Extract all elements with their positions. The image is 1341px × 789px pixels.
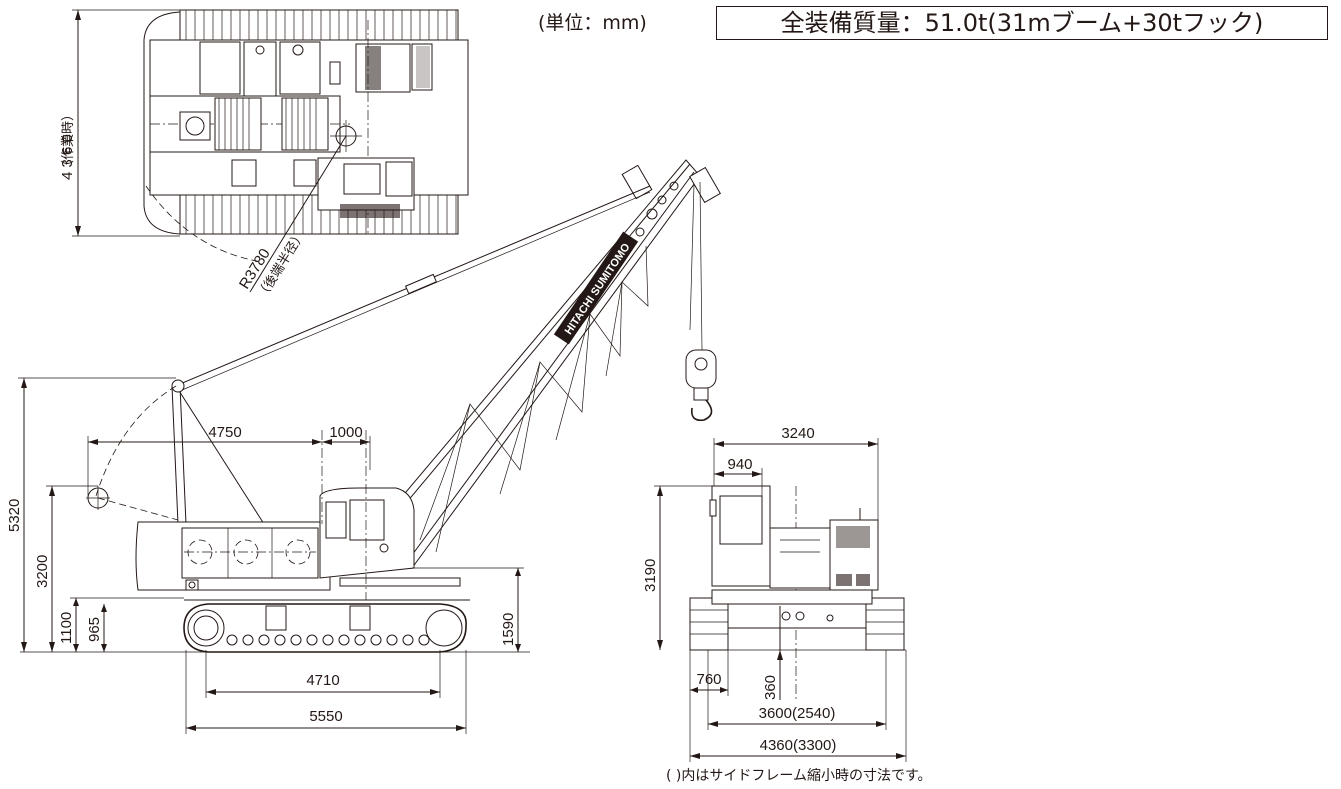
top-view: 4 3 6 0 （作業時） R3780 （後端半径） <box>59 9 469 302</box>
boom-brand-label: HITACHI SUMITOMO <box>553 231 639 345</box>
track-roller <box>290 634 302 646</box>
track-roller <box>338 634 350 646</box>
side-vertical-dims: 5320 3200 1100 965 1590 <box>6 377 524 652</box>
hook-block <box>685 349 717 422</box>
dim-gantry-height: 3200 <box>34 555 51 588</box>
tail-swing-arc <box>143 11 181 235</box>
dim-working-width: 4 3 6 0 <box>59 134 76 180</box>
gantry <box>86 379 265 525</box>
track-roller <box>322 634 334 646</box>
track-roller <box>306 634 318 646</box>
dim-cab-width: 940 <box>727 456 752 473</box>
dim-tumbler-distance: 4710 <box>306 672 339 689</box>
track-roller <box>386 634 398 646</box>
dim-overall-height: 5320 <box>6 499 23 532</box>
track-roller <box>370 634 382 646</box>
total-mass-box: 全装備質量：51.0t(31mブーム+30tフック) <box>716 6 1328 40</box>
unit-label: (単位：mm) <box>538 12 647 34</box>
side-upper-body <box>135 521 331 591</box>
side-crawler <box>183 599 470 653</box>
track-roller <box>274 634 286 646</box>
track-roller <box>226 634 238 646</box>
footnote: ( )内はサイドフレーム縮小時の寸法です。 <box>666 768 932 784</box>
dim-shoe-width: 760 <box>696 671 721 688</box>
track-roller <box>242 634 254 646</box>
side-horizontal-dims: 4750 1000 4710 5550 <box>87 424 467 734</box>
dim-gantry-offset: 4750 <box>208 424 241 441</box>
dim-ground-clearance-frame: 965 <box>86 617 103 642</box>
dim-working-width-note: （作業時） <box>60 108 76 173</box>
dim-cab-top-height: 1590 <box>500 613 517 646</box>
dim-track-gauge: 3600(2540) <box>759 705 836 722</box>
track-roller <box>418 634 430 646</box>
dim-crawler-length: 5550 <box>309 708 342 725</box>
dim-counterweight-clearance: 1100 <box>58 612 75 644</box>
track-roller <box>258 634 270 646</box>
dim-overall-width: 4360(3300) <box>760 737 837 754</box>
dim-ground-clearance: 360 <box>762 675 779 700</box>
side-cab <box>319 430 461 600</box>
dim-cab-height: 3190 <box>642 559 659 592</box>
track-roller <box>402 634 414 646</box>
side-view: HITACHI SUMITOMO <box>6 159 721 734</box>
track-roller <box>354 634 366 646</box>
boom: HITACHI SUMITOMO <box>351 159 721 569</box>
dim-boom-foot-offset: 1000 <box>329 424 362 441</box>
rear-view: 3240 940 3190 760 360 3600(2540) 4360(33… <box>642 425 907 762</box>
dim-upper-width: 3240 <box>781 425 814 442</box>
svg-text:HITACHI SUMITOMO: HITACHI SUMITOMO <box>563 241 633 337</box>
tail-radius-arc <box>145 185 263 263</box>
